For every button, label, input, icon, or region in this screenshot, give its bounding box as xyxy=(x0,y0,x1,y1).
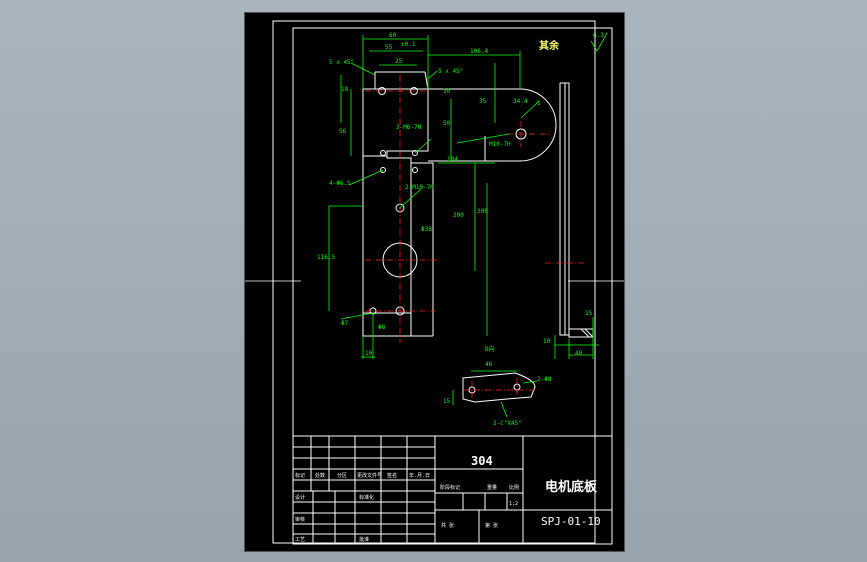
tb-sign: 签名 xyxy=(387,472,397,479)
cad-viewport[interactable]: 60 55 ±0.1 25 5 x 45° 5 x 45° 106.4 35 3… xyxy=(244,12,625,552)
dim-8: Φ8 xyxy=(378,324,386,331)
dim-35: 35 xyxy=(479,98,487,105)
holes-4x: 4-Φ6.5 xyxy=(329,180,351,187)
part-number: SPJ-01-10 xyxy=(541,515,601,528)
section-label: B向 xyxy=(485,345,495,353)
dim-34: 34.4 xyxy=(513,98,528,105)
tb-stage-mark: 阶段标记 xyxy=(440,484,460,491)
dim-chamfer-right: 5 x 45° xyxy=(438,68,463,75)
bview-holes: 2-Φ8 xyxy=(537,376,552,383)
tb-process: 工艺 xyxy=(295,537,305,543)
title-block xyxy=(292,435,613,545)
dim-200: 200 xyxy=(453,212,464,219)
dim-50: 50 xyxy=(443,120,451,127)
thread-m10-2: 2-M10-7H xyxy=(405,184,434,191)
tb-sheets: 共 张 xyxy=(441,522,454,529)
tb-design: 设计 xyxy=(295,494,305,501)
material: 304 xyxy=(471,454,493,468)
dimension-lines xyxy=(328,35,599,359)
dim-chamfer-left: 5 x 45° xyxy=(329,59,354,66)
tb-zone: 分区 xyxy=(337,472,347,479)
dim-56: 56 xyxy=(339,128,347,135)
b-view xyxy=(452,370,538,418)
tb-weight: 重量 xyxy=(487,484,497,491)
dim-40-side: 40 xyxy=(575,350,583,357)
tb-scale: 1:2 xyxy=(509,501,518,507)
dim-106: 106.4 xyxy=(470,48,488,55)
tb-qty: 处数 xyxy=(315,472,325,479)
tb-mark: 标记 xyxy=(295,472,305,479)
dim-25: 25 xyxy=(395,58,403,65)
thread-m6: 2-M6-7H xyxy=(396,124,422,131)
dim-116: 116.5 xyxy=(317,254,335,261)
outer-frame xyxy=(272,20,596,544)
dim-10: 10 xyxy=(365,350,373,357)
bview-dim-15: 15 xyxy=(443,398,451,405)
mark-1: 1 xyxy=(537,100,541,107)
part-name: 电机底板 xyxy=(545,479,598,495)
dim-30: 30 xyxy=(443,88,451,95)
tb-date: 年.月.日 xyxy=(409,472,430,479)
surface-finish-note: 其余 xyxy=(539,39,560,52)
dim-104: 104 xyxy=(447,156,458,163)
tb-doc: 更改文件号 xyxy=(357,472,382,479)
roughness-symbol-icon xyxy=(590,32,608,52)
dim-10-side: 10 xyxy=(543,338,551,345)
dim-18: 18 xyxy=(341,86,349,93)
dim-15-side: 15 xyxy=(585,310,593,317)
bview-chamfer: 2-C°X45° xyxy=(493,420,522,427)
surface-finish-value: 6.3 xyxy=(593,32,604,39)
thread-m10: M10-7H xyxy=(489,141,511,148)
dim-55: 55 xyxy=(385,44,393,51)
dim-55-tol: ±0.1 xyxy=(401,41,416,48)
bore-38: Φ38 xyxy=(421,226,432,233)
dim-300: 300 xyxy=(477,208,488,215)
bview-dim-46: 46 xyxy=(485,361,493,368)
dim-60: 60 xyxy=(389,32,397,39)
cad-drawing[interactable]: 60 55 ±0.1 25 5 x 45° 5 x 45° 106.4 35 3… xyxy=(245,13,624,551)
hole-7: Φ7 xyxy=(341,320,349,327)
tb-standard: 标准化 xyxy=(359,494,374,501)
tb-check: 审核 xyxy=(295,516,305,523)
tb-sheet-no: 第 张 xyxy=(485,522,498,529)
tb-approve: 批准 xyxy=(359,536,369,543)
tb-scale-h: 比例 xyxy=(509,484,519,491)
